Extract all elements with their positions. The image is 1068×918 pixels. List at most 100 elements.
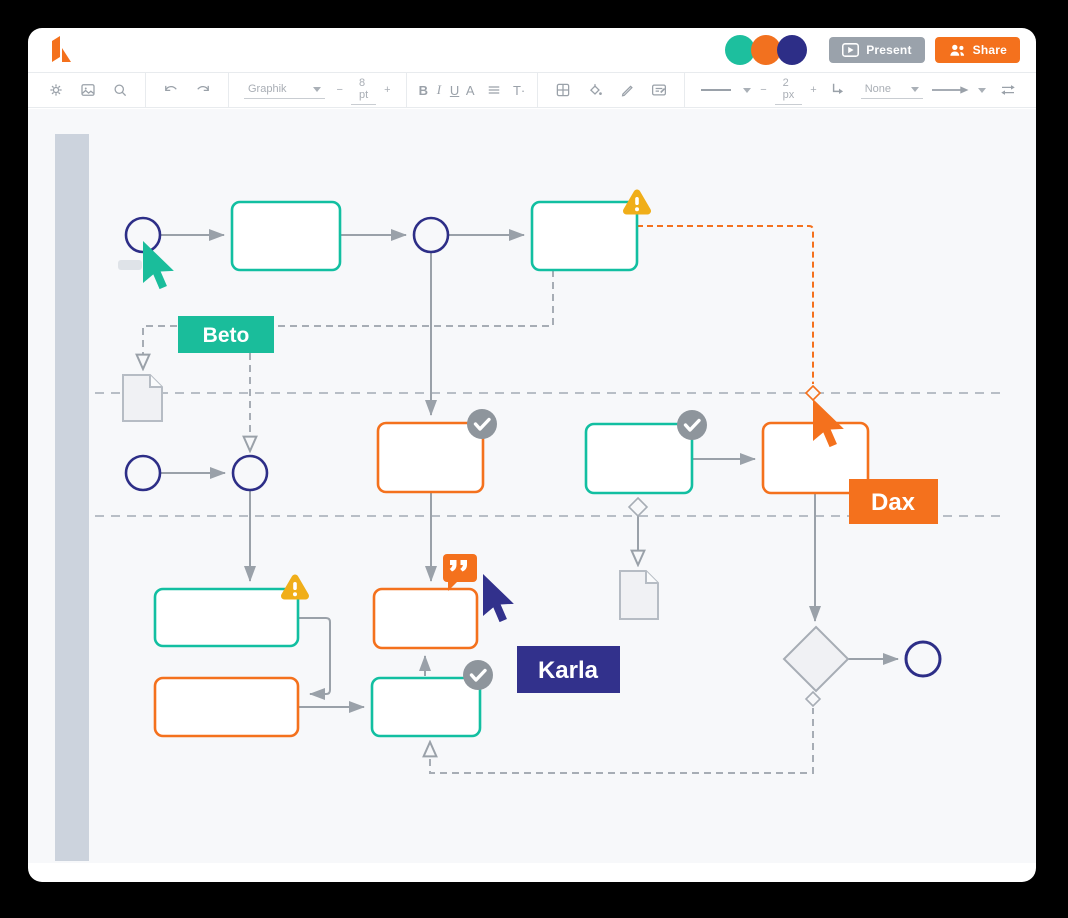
redo-icon [197,85,209,92]
table-button[interactable] [550,77,576,103]
format-toolbar: Graphik − 8 pt + B I U A T· [28,72,1036,108]
task-node-teal[interactable] [584,422,694,495]
font-size-increase[interactable]: + [384,84,391,96]
collaborator-label [849,479,938,524]
document-shape[interactable] [122,374,163,422]
event-circle[interactable] [231,454,269,492]
app-window: Present Share [28,28,1036,882]
italic-button[interactable]: I [436,82,442,97]
chevron-down-icon [911,86,920,92]
endpoint-dropdown[interactable]: None [860,81,924,99]
bpmn-diagram: Beto Dax Karla [55,134,1005,861]
present-button-label: Present [866,43,912,57]
collaborator-label [517,646,620,693]
arrow-style-dropdown[interactable] [932,77,987,103]
chevron-down-icon [743,87,752,93]
label-stub [118,260,142,270]
approved-badge[interactable] [463,660,493,690]
text-color-button[interactable]: A [465,82,475,98]
diagram-canvas[interactable]: Beto Dax Karla [28,109,1036,863]
align-icon [488,86,500,94]
document-shape[interactable] [619,570,659,620]
image-icon [81,84,95,96]
table-icon [556,83,570,97]
underline-button[interactable]: U [449,82,460,98]
line-width-decrease[interactable]: − [760,84,767,96]
undo-button[interactable] [158,77,184,103]
cursor-pointer-icon [813,399,844,448]
message-flow[interactable] [429,708,814,774]
connector-elbow[interactable] [298,617,331,700]
paint-bucket-icon [590,84,603,95]
task-node-teal[interactable] [230,200,342,272]
people-icon [950,44,964,56]
chevron-down-icon [312,86,321,92]
task-node-orange[interactable] [372,587,479,650]
decision-diamond[interactable] [782,625,850,693]
approved-badge[interactable] [467,409,497,439]
flow-diamond[interactable] [627,496,649,518]
gear-icon [50,84,62,96]
fill-color-button[interactable] [582,77,608,103]
dashed-connectors[interactable] [142,270,814,774]
pool-lane-strip[interactable] [55,134,89,861]
highlight-flow-orange[interactable] [637,225,814,384]
font-size-stepper: − 8 pt + [337,75,391,105]
end-event-circle[interactable] [904,640,942,678]
task-node-teal[interactable] [370,676,482,738]
present-button[interactable]: Present [829,37,925,63]
task-node-orange[interactable] [376,421,485,494]
warning-badge[interactable] [281,574,309,600]
avatar-karla[interactable] [777,35,808,65]
font-size-decrease[interactable]: − [336,84,343,96]
collaborator-cursor-beto: Beto [143,241,274,353]
font-family-value: Graphik [248,83,287,95]
avatar-beto[interactable] [725,35,756,65]
collaborator-cursor-dax: Dax [813,399,938,524]
arrow-line-icon [932,86,969,94]
start-event-circle[interactable] [124,454,162,492]
pen-icon [622,85,634,97]
flow-diamond[interactable] [804,690,822,708]
line-width-increase[interactable]: + [810,84,817,96]
flow-diamond-orange[interactable] [804,384,822,402]
event-circle[interactable] [412,216,450,254]
collaborator-label [178,316,274,353]
text-options-button[interactable]: T· [512,82,526,98]
presence-avatars [725,35,808,65]
line-color-button[interactable] [614,77,640,103]
share-button[interactable]: Share [934,37,1020,63]
zoom-button[interactable] [107,77,133,103]
message-flow[interactable] [142,270,554,356]
lucid-logo-icon[interactable] [50,36,74,64]
swap-arrows-icon [1001,85,1015,95]
collaborator-cursor-karla: Karla [483,574,620,693]
swap-direction-button[interactable] [995,77,1021,103]
collaborator-name: Beto [203,324,250,347]
font-size-value[interactable]: 8 pt [350,75,377,105]
endpoint-value: None [864,83,892,95]
align-button[interactable] [481,77,507,103]
line-width-stepper: − 2 px + [760,75,817,105]
avatar-dax[interactable] [751,35,782,65]
insert-image-button[interactable] [75,77,101,103]
collaborator-name: Karla [538,657,599,684]
line-style-dropdown[interactable] [697,77,752,103]
approved-badge[interactable] [677,410,707,440]
shapes-gear-button[interactable] [43,77,69,103]
connector-type-button[interactable] [826,77,852,103]
bold-button[interactable]: B [418,82,429,98]
font-family-dropdown[interactable]: Graphik [244,81,325,99]
line-width-value[interactable]: 2 px [774,75,803,105]
task-node-orange[interactable] [153,676,300,738]
redo-button[interactable] [190,77,216,103]
solid-connectors[interactable] [160,229,899,713]
search-icon [114,84,127,97]
task-node-teal[interactable] [530,200,639,272]
comment-badge[interactable] [443,554,477,591]
comment-button[interactable] [646,77,672,103]
task-node-teal[interactable] [153,587,300,648]
chevron-down-icon [978,87,987,93]
warning-badge[interactable] [623,189,651,215]
